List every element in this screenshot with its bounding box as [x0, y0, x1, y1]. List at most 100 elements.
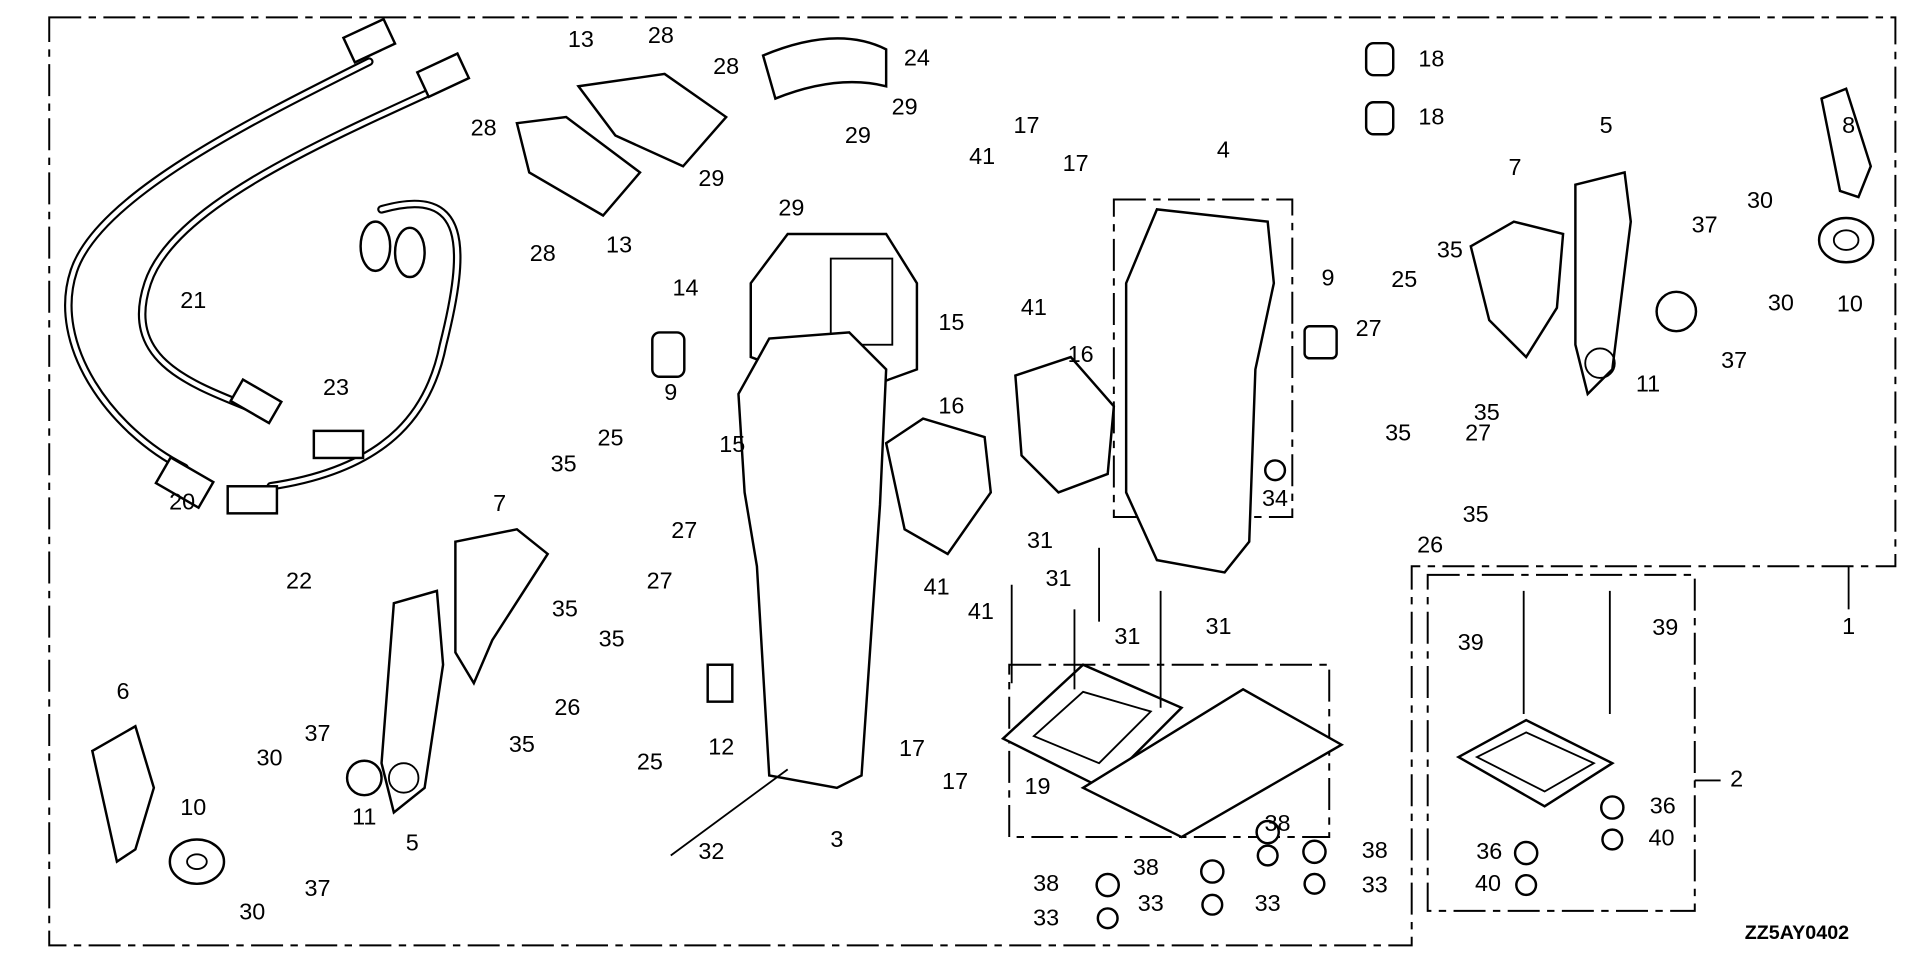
part-number-label-17: 17 [1063, 150, 1089, 176]
part-number-label-6: 6 [117, 678, 130, 704]
part-number-label-26: 26 [1417, 532, 1443, 558]
part-number-label-36: 36 [1650, 793, 1676, 819]
part-number-label-34: 34 [1262, 485, 1288, 511]
subassembly-19-frame [1008, 663, 1331, 839]
part-number-label-5: 5 [1600, 112, 1613, 138]
part-number-label-37: 37 [1721, 347, 1747, 373]
housing-4 [1124, 208, 1276, 574]
part-number-label-31: 31 [1045, 565, 1071, 591]
part-number-label-10: 10 [180, 794, 206, 820]
part-number-label-3: 3 [830, 826, 843, 852]
part-number-label-22: 22 [286, 567, 312, 593]
part-number-label-29: 29 [892, 94, 918, 120]
part-number-label-15: 15 [938, 309, 964, 335]
part-number-label-12: 12 [708, 734, 734, 760]
part-number-label-20: 20 [169, 489, 195, 515]
part-number-label-25: 25 [1391, 266, 1417, 292]
bracket-13-upper [576, 72, 728, 168]
part-number-label-23: 23 [323, 374, 349, 400]
part-number-label-17: 17 [942, 768, 968, 794]
part-number-label-35: 35 [1463, 501, 1489, 527]
part-number-label-38: 38 [1033, 870, 1059, 896]
part-number-label-39: 39 [1458, 629, 1484, 655]
part-number-label-32: 32 [698, 838, 724, 864]
assembly-1-frame [48, 16, 1897, 947]
part-number-label-4: 4 [1217, 137, 1230, 163]
bracket-13-lower [515, 115, 642, 218]
part-number-label-24: 24 [904, 44, 930, 70]
plate-16-lower [884, 417, 993, 556]
arm-5-left [380, 589, 445, 815]
arm-5-right [1574, 170, 1633, 397]
part-number-label-35: 35 [551, 451, 577, 477]
part-number-label-33: 33 [1138, 890, 1164, 916]
part-number-label-29: 29 [778, 195, 804, 221]
assembly-2-frame [1426, 573, 1696, 912]
part-number-label-15: 15 [719, 431, 745, 457]
part-number-label-35: 35 [552, 596, 578, 622]
part-number-label-36: 36 [1476, 838, 1502, 864]
part-number-label-41: 41 [1021, 294, 1047, 320]
part-number-label-39: 39 [1652, 614, 1678, 640]
part-number-label-35: 35 [1437, 236, 1463, 262]
part-number-label-7: 7 [493, 490, 506, 516]
part-number-label-28: 28 [713, 53, 739, 79]
part-number-label-27: 27 [647, 567, 673, 593]
part-number-label-41: 41 [924, 574, 950, 600]
part-number-label-13: 13 [568, 26, 594, 52]
lever-7-left [454, 528, 550, 686]
part-number-label-16: 16 [938, 393, 964, 419]
part-number-label-35: 35 [509, 731, 535, 757]
part-number-label-7: 7 [1509, 154, 1522, 180]
part-number-label-41: 41 [968, 598, 994, 624]
gasket-plate [1080, 687, 1345, 839]
part-number-label-41: 41 [969, 143, 995, 169]
part-number-label-33: 33 [1362, 871, 1388, 897]
part-number-label-38: 38 [1133, 854, 1159, 880]
part-number-label-35: 35 [1474, 399, 1500, 425]
grommet-10-left [168, 838, 226, 886]
part-number-label-13: 13 [606, 231, 632, 257]
part-number-label-31: 31 [1027, 527, 1053, 553]
part-number-label-28: 28 [471, 115, 497, 141]
part-number-label-9: 9 [664, 379, 677, 405]
bolts [670, 547, 1611, 857]
part-number-label-28: 28 [648, 22, 674, 48]
part-number-label-25: 25 [597, 425, 623, 451]
part-number-label-11: 11 [352, 804, 376, 830]
small-hardware [345, 41, 1698, 930]
part-number-label-35: 35 [1385, 420, 1411, 446]
handle-8 [1820, 87, 1873, 199]
part-number-label-17: 17 [1013, 112, 1039, 138]
part-number-label-33: 33 [1033, 905, 1059, 931]
part-number-label-37: 37 [1692, 212, 1718, 238]
base-2 [1455, 718, 1615, 808]
drawing-code: ZZ5AY0402 [1745, 922, 1849, 944]
part-number-label-11: 11 [1636, 371, 1660, 397]
part-number-label-10: 10 [1837, 291, 1863, 317]
part-number-label-2: 2 [1730, 766, 1743, 792]
part-number-label-31: 31 [1114, 623, 1140, 649]
lever-7-right [1469, 220, 1565, 360]
part-number-label-38: 38 [1265, 810, 1291, 836]
housing-3 [737, 331, 888, 790]
part-number-label-30: 30 [1768, 289, 1794, 315]
part-number-label-30: 30 [239, 899, 265, 925]
part-number-label-30: 30 [257, 745, 283, 771]
part-number-label-38: 38 [1362, 837, 1388, 863]
part-number-label-37: 37 [305, 875, 331, 901]
part-number-label-35: 35 [599, 625, 625, 651]
part-number-label-29: 29 [845, 122, 871, 148]
part-number-label-17: 17 [899, 735, 925, 761]
cover-24 [761, 37, 888, 101]
grommet-10-right [1817, 216, 1875, 264]
part-number-label-33: 33 [1255, 890, 1281, 916]
base-19 [1000, 663, 1184, 790]
part-number-label-30: 30 [1747, 187, 1773, 213]
part-number-label-27: 27 [1465, 420, 1491, 446]
part-number-label-19: 19 [1025, 773, 1051, 799]
part-number-label-21: 21 [180, 287, 206, 313]
part-number-label-5: 5 [406, 830, 419, 856]
